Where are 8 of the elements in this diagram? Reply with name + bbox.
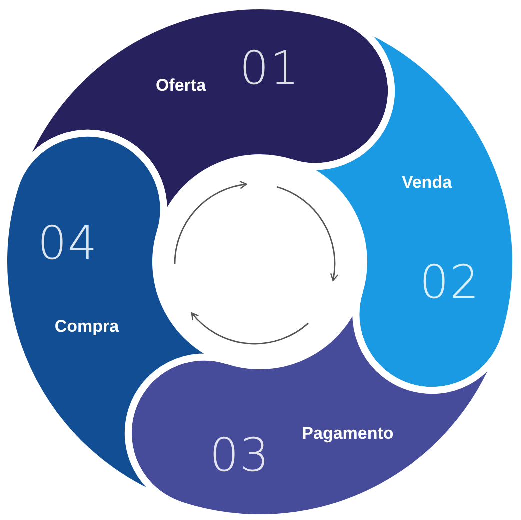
stage-label: Compra: [54, 317, 120, 337]
stage-label: Oferta: [156, 76, 206, 96]
stage-number: 03: [210, 428, 270, 482]
stage-number: 01: [240, 41, 300, 95]
stage-label: Venda: [402, 173, 452, 193]
stage-number: 04: [38, 216, 98, 270]
stage-label: Pagamento: [302, 424, 394, 444]
stage-number: 02: [420, 255, 480, 309]
